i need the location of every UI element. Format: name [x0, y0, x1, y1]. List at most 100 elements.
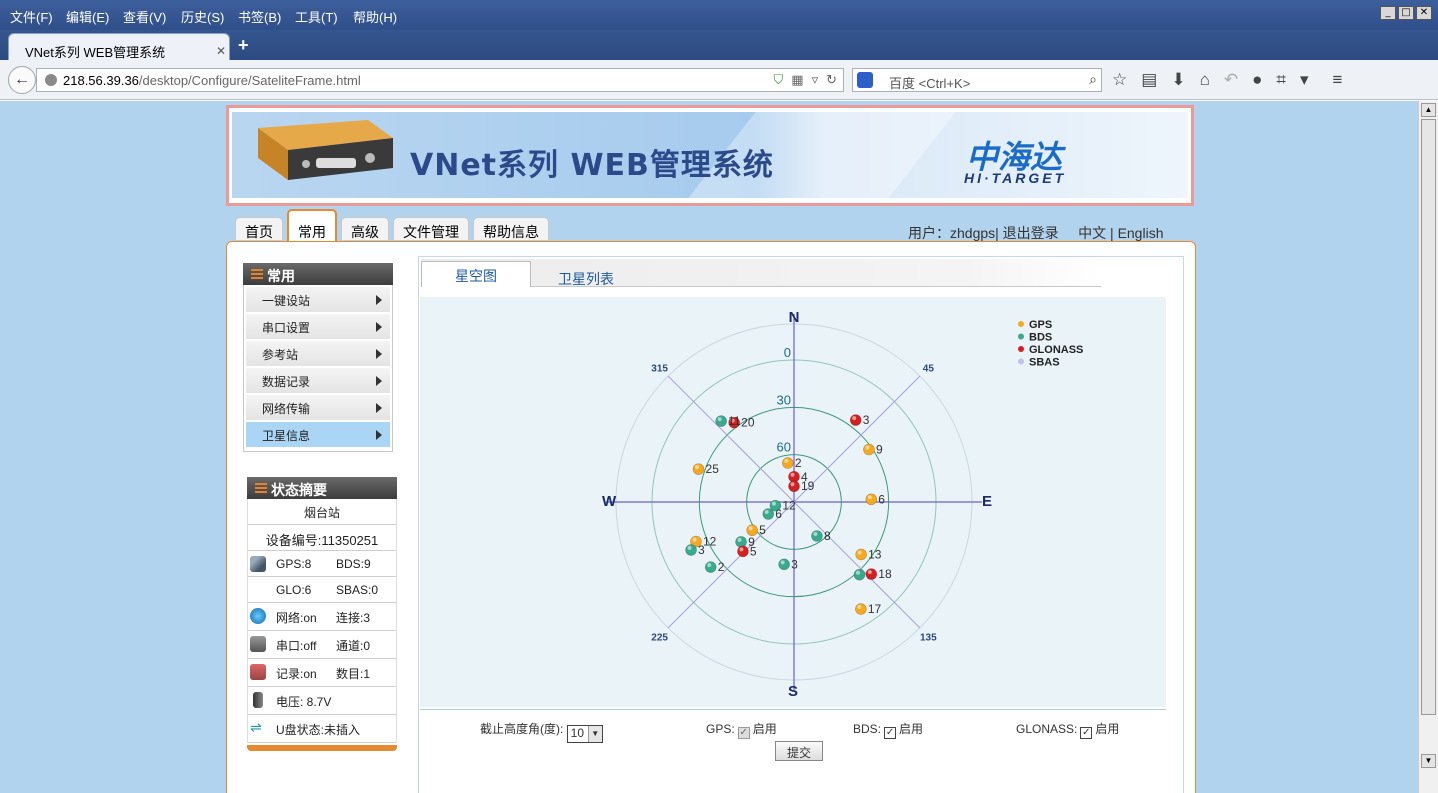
satellite-prn-label: 18 — [878, 567, 892, 581]
menu-help[interactable]: 帮助(H) — [353, 10, 398, 25]
download-icon[interactable]: ⬇ — [1171, 70, 1186, 89]
tab-satellite-list[interactable]: 卫星列表 — [558, 271, 614, 287]
connection-count: 连接:3 — [336, 611, 371, 625]
browser-menubar: 文件(F) 编辑(E) 查看(V) 历史(S) 书签(B) 工具(T) 帮助(H… — [0, 0, 1438, 30]
serial-port-icon — [250, 636, 266, 652]
legend-marker — [1018, 333, 1024, 340]
chevron-right-icon — [376, 430, 382, 440]
direction-label-w: W — [602, 493, 617, 510]
direction-label-n: N — [789, 309, 800, 326]
menu-tools[interactable]: 工具(T) — [295, 10, 338, 25]
glonass-enable-checkbox[interactable]: ✓ — [1080, 727, 1093, 739]
crop-icon[interactable]: ⌗ — [1276, 70, 1286, 89]
undo-icon[interactable]: ↶ — [1223, 70, 1239, 89]
sidebar-item-satellite[interactable]: 卫星信息 — [246, 422, 390, 447]
tab-sky-plot[interactable]: 星空图 — [421, 261, 531, 287]
baidu-paw-icon[interactable] — [857, 72, 873, 88]
lang-chinese-link[interactable]: 中文 — [1078, 225, 1107, 241]
azimuth-label: 315 — [651, 364, 668, 375]
new-tab-icon[interactable]: + — [238, 35, 249, 55]
search-input[interactable]: 百度 <Ctrl+K> ⌕ — [852, 68, 1102, 92]
glonass-enable-label: 启用 — [1095, 722, 1120, 736]
menu-edit[interactable]: 编辑(E) — [66, 10, 110, 25]
satellite-prn-label: 17 — [868, 602, 882, 616]
tab-advanced[interactable]: 高级 — [341, 217, 389, 240]
satellite-marker — [811, 530, 823, 542]
reading-list-icon[interactable]: ▤ — [1141, 70, 1158, 89]
page-scrollbar[interactable]: ▲ ▼ — [1418, 101, 1438, 793]
more-dropdown-icon[interactable]: ▾ — [1299, 70, 1309, 89]
network-globe-icon — [250, 608, 266, 624]
sidebar-item-reference[interactable]: 参考站 — [246, 341, 390, 366]
lang-english-link[interactable]: English — [1117, 225, 1164, 241]
search-icon[interactable]: ⌕ — [1089, 71, 1097, 87]
satellite-gps-5: 5 — [746, 523, 766, 537]
satellite-marker — [863, 443, 875, 456]
shield-icon[interactable]: ⛉ — [773, 72, 784, 87]
home-icon[interactable]: ⌂ — [1199, 70, 1210, 89]
satellite-highlight — [748, 526, 753, 531]
satellite-marker — [865, 568, 878, 580]
satellite-prn-label: 9 — [876, 443, 883, 457]
satellite-marker — [855, 603, 867, 615]
lang-separator: | — [1110, 225, 1114, 241]
menu-view[interactable]: 查看(V) — [123, 10, 167, 25]
sidebar-item-quick-setup[interactable]: 一键设站 — [246, 287, 390, 312]
bookmark-star-icon[interactable]: ☆ — [1112, 70, 1128, 89]
satellite-prn-label: 3 — [791, 557, 798, 571]
close-icon[interactable]: ✕ — [1416, 6, 1432, 20]
satellite-highlight — [855, 570, 860, 575]
satellite-highlight — [737, 537, 742, 542]
back-arrow-icon[interactable]: ← — [8, 66, 36, 94]
gps-enable-checkbox[interactable]: ✓ — [737, 727, 750, 739]
browser-tab[interactable]: VNet系列 WEB管理系统 ✕ — [8, 33, 230, 61]
sidebar-item-network[interactable]: 网络传输 — [246, 395, 390, 420]
qr-code-icon[interactable]: ▦ — [791, 72, 804, 87]
tab-file-manager[interactable]: 文件管理 — [393, 217, 469, 240]
satellite-bds-8: 8 — [811, 529, 831, 543]
satellite-highlight — [865, 445, 870, 450]
tab-home[interactable]: 首页 — [235, 217, 283, 240]
tab-title: VNet系列 WEB管理系统 — [25, 45, 166, 60]
tab-common[interactable]: 常用 — [287, 209, 337, 241]
satellite-highlight — [739, 547, 744, 552]
sidebar-item-serial[interactable]: 串口设置 — [246, 314, 390, 339]
scroll-down-icon[interactable]: ▼ — [1421, 754, 1436, 768]
menu-history[interactable]: 历史(S) — [181, 10, 225, 25]
satellite-highlight — [813, 532, 818, 537]
satellite-highlight — [695, 465, 700, 470]
minimize-icon[interactable]: _ — [1380, 6, 1396, 20]
submit-button[interactable]: 提交 — [775, 741, 823, 761]
scroll-thumb[interactable] — [1421, 119, 1436, 715]
satellite-marker — [685, 544, 697, 556]
chat-icon[interactable]: ● — [1252, 70, 1263, 89]
chevron-right-icon — [376, 376, 382, 386]
url-bar[interactable]: 218.56.39.36/desktop/Configure/SateliteF… — [36, 68, 844, 92]
tab-help[interactable]: 帮助信息 — [473, 217, 549, 240]
gps-label: GPS: — [706, 722, 735, 736]
satellite-icon — [250, 556, 266, 572]
logout-link[interactable]: | 退出登录 — [995, 225, 1059, 241]
sidebar-item-label: 一键设站 — [262, 294, 311, 308]
dropdown-icon[interactable]: ▿ — [811, 72, 819, 87]
menu-bookmarks[interactable]: 书签(B) — [238, 10, 282, 25]
reload-icon[interactable]: ↻ — [826, 72, 837, 87]
sidebar-item-data-record[interactable]: 数据记录 — [246, 368, 390, 393]
bds-enable-checkbox[interactable]: ✓ — [884, 727, 897, 739]
maximize-icon[interactable]: □ — [1398, 6, 1414, 20]
globe-icon — [45, 74, 57, 86]
serial-status: 串口:off — [276, 639, 317, 653]
hamburger-menu-icon[interactable]: ≡ — [1332, 70, 1343, 89]
menu-file[interactable]: 文件(F) — [10, 10, 53, 25]
satellite-highlight — [717, 417, 722, 422]
satellite-bds-3: 3 — [778, 557, 798, 571]
satellite-marker — [778, 558, 790, 571]
scroll-up-icon[interactable]: ▲ — [1421, 103, 1436, 117]
satellite-prn-label: 20 — [741, 416, 755, 430]
satellite-bds-2: 2 — [704, 560, 725, 574]
satellite-highlight — [687, 546, 692, 551]
tab-close-icon[interactable]: ✕ — [216, 44, 227, 58]
usb-icon: ⇌ — [250, 719, 262, 735]
elevation-select[interactable]: 10▼ — [566, 725, 603, 743]
